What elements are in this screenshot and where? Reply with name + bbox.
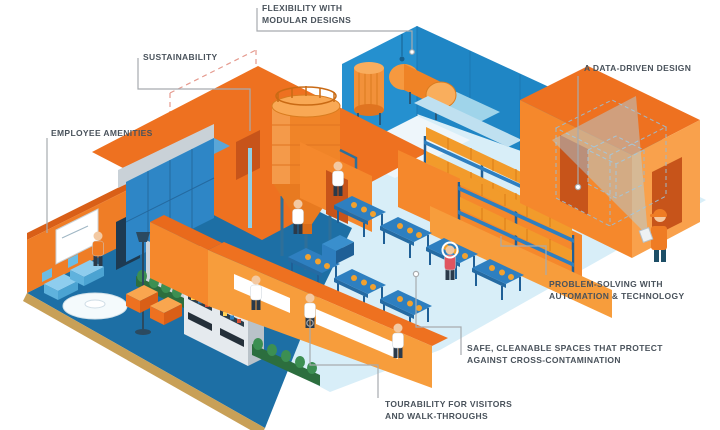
label-tourability: TOURABILITY FOR VISITORS AND WALK-THROUG… [385, 399, 513, 422]
callout-flexibility [256, 8, 413, 50]
floor-lamp [135, 232, 151, 335]
label-sustainability: SUSTAINABILITY [143, 52, 218, 62]
viewing-window [234, 274, 290, 313]
data-analyst-figure [638, 209, 667, 262]
callout-safe [415, 277, 462, 355]
callout-lines [46, 8, 582, 398]
callout-problem [500, 236, 547, 275]
label-flexibility: FLEXIBILITY WITH MODULAR DESIGNS [262, 3, 352, 26]
projection-cone [552, 96, 648, 236]
callout-tour [309, 327, 379, 398]
conveyor-tables [287, 195, 525, 332]
label-safe-cleanable: SAFE, CLEANABLE SPACES THAT PROTECT AGAI… [467, 343, 663, 366]
tablet [638, 227, 654, 243]
viewing-window [316, 309, 398, 359]
slatted-tank [354, 62, 384, 125]
label-data-driven: A DATA-DRIVEN DESIGN [584, 63, 692, 73]
door [560, 135, 588, 215]
blue-machine [322, 235, 354, 264]
scan-wireframe-cube [554, 99, 668, 227]
lockers [125, 138, 230, 262]
drum-tank [389, 64, 457, 120]
floor-edge-tan [23, 293, 265, 430]
label-problem-solving: PROBLEM-SOLVING WITH AUTOMATION & TECHNO… [549, 279, 685, 302]
wall-band-a [430, 206, 612, 318]
people [92, 161, 459, 359]
viewing-wall [150, 215, 448, 388]
gray-back-wall [118, 124, 214, 188]
conveyor-strip [414, 96, 522, 147]
callout-sustainability [137, 58, 251, 131]
rug [62, 292, 128, 320]
label-employee-amenities: EMPLOYEE AMENITIES [51, 128, 153, 138]
